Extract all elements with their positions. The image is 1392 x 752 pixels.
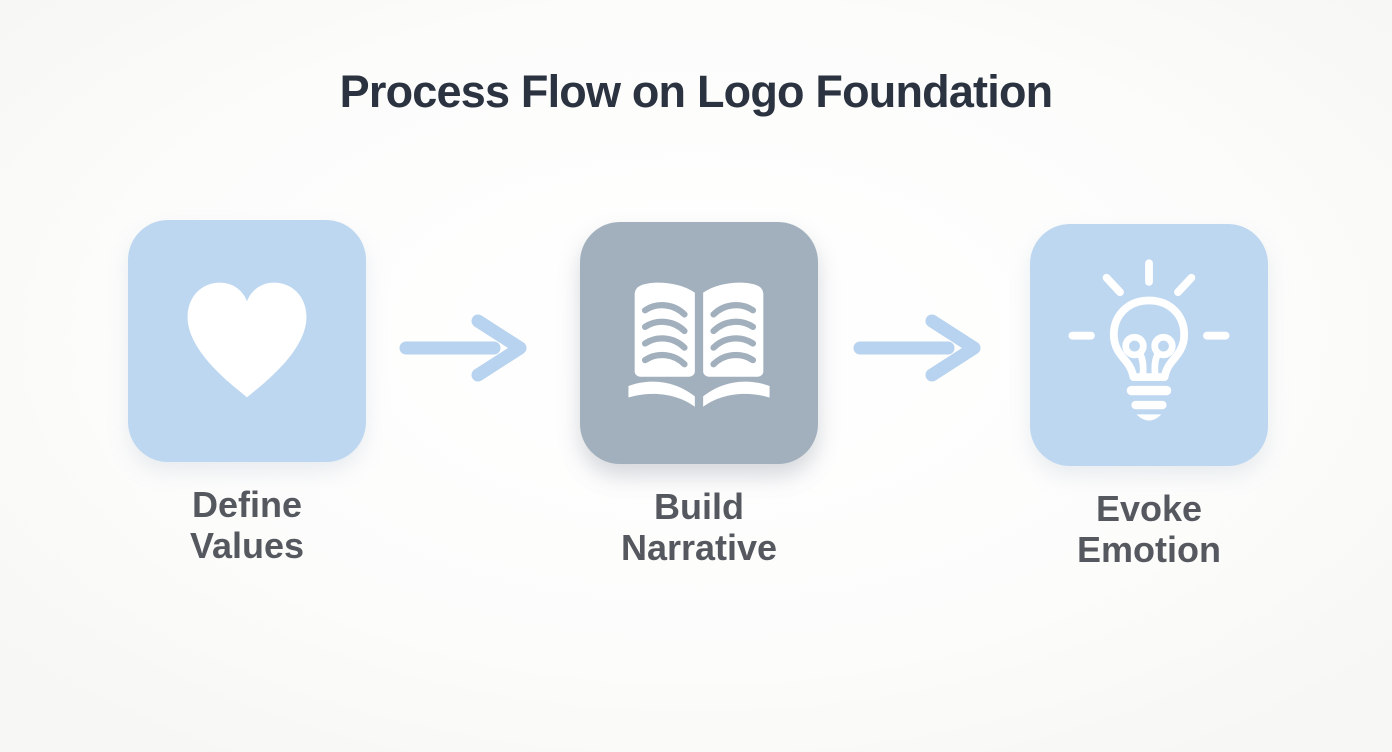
step-tile-build-narrative — [580, 222, 818, 464]
step-tile-evoke-emotion — [1030, 224, 1268, 466]
step-evoke-emotion: Evoke Emotion — [1030, 224, 1268, 570]
step-tile-define-values — [128, 220, 366, 462]
arrow-right-icon — [398, 312, 530, 389]
lightbulb-icon — [1068, 259, 1230, 421]
arrow-right-icon — [852, 312, 984, 389]
open-book-icon — [628, 282, 770, 407]
heart-icon — [187, 282, 307, 398]
step-label-define-values: Define Values — [189, 484, 305, 566]
step-build-narrative: Build Narrative — [580, 222, 818, 568]
step-define-values: Define Values — [128, 220, 366, 566]
step-label-build-narrative: Build Narrative — [620, 486, 778, 568]
step-label-evoke-emotion: Evoke Emotion — [1077, 488, 1221, 570]
diagram-title: Process Flow on Logo Foundation — [339, 66, 1053, 117]
